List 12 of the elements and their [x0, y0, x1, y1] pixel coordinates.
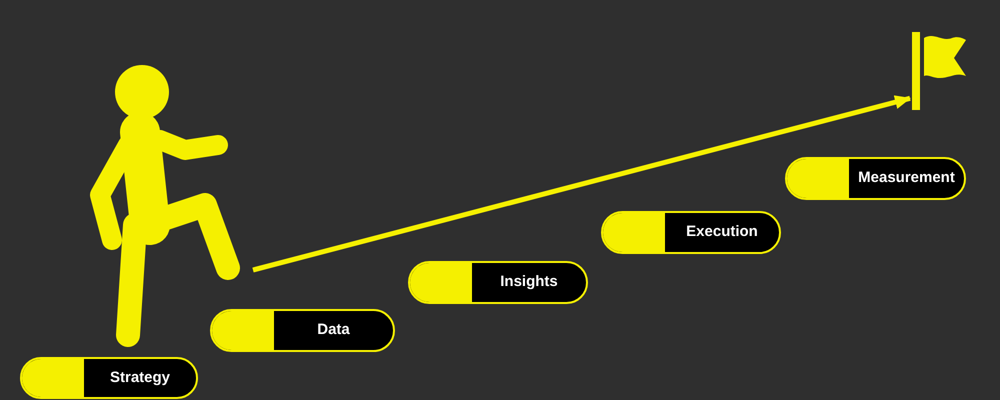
step-pill: [210, 309, 395, 352]
step-label: Data: [316, 320, 351, 340]
step-pill: [601, 211, 781, 254]
step-label: Execution: [685, 222, 759, 242]
step-pill: [785, 157, 966, 200]
step-label: Measurement: [857, 168, 956, 188]
flag-icon: [910, 32, 968, 110]
arrow: [252, 95, 911, 272]
step-pill: [20, 357, 198, 399]
step-label: Insights: [499, 272, 559, 292]
step-label: Strategy: [108, 368, 172, 388]
step-pill: [408, 261, 588, 304]
